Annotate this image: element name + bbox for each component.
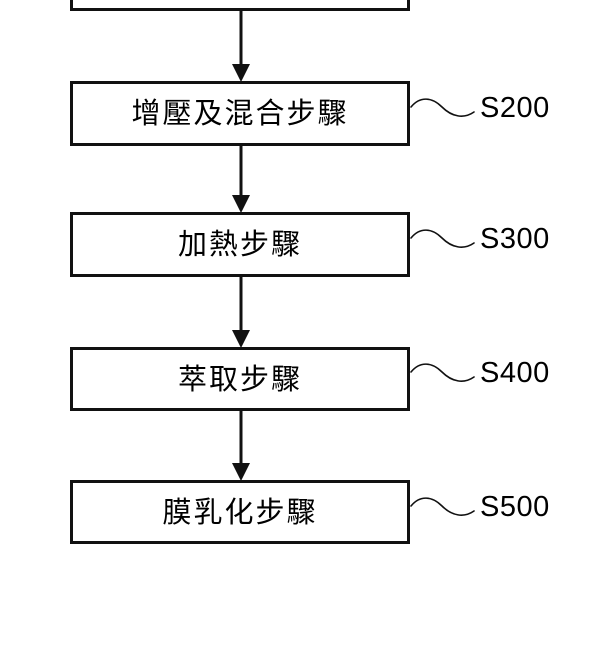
ref-label-s400: S400	[480, 357, 550, 389]
leader-line-s500	[410, 497, 475, 516]
connector-top-to-s200	[232, 11, 250, 82]
leader-line-s400	[410, 363, 475, 382]
ref-label-s200: S200	[480, 92, 550, 124]
leader-line-s200	[410, 98, 475, 117]
step-box-s300[interactable]: 加熱步驟	[70, 212, 410, 277]
leader-line-s300	[410, 229, 475, 248]
step-label-s300: 加熱步驟	[177, 227, 302, 261]
step-box-s400[interactable]: 萃取步驟	[70, 347, 410, 411]
ref-label-s500: S500	[480, 491, 550, 523]
step-label-s400: 萃取步驟	[177, 361, 302, 396]
step-box-partial-top	[70, 0, 410, 11]
connector-s400-to-s500	[232, 410, 250, 481]
step-box-s500[interactable]: 膜乳化步驟	[70, 480, 410, 544]
step-box-s200[interactable]: 增壓及混合步驟	[70, 81, 410, 146]
connector-s300-to-s400	[232, 277, 250, 348]
step-label-s500: 膜乳化步驟	[162, 494, 318, 529]
connector-s200-to-s300	[232, 146, 250, 213]
step-label-s200: 增壓及混合步驟	[131, 96, 349, 130]
ref-label-s300: S300	[480, 223, 550, 255]
